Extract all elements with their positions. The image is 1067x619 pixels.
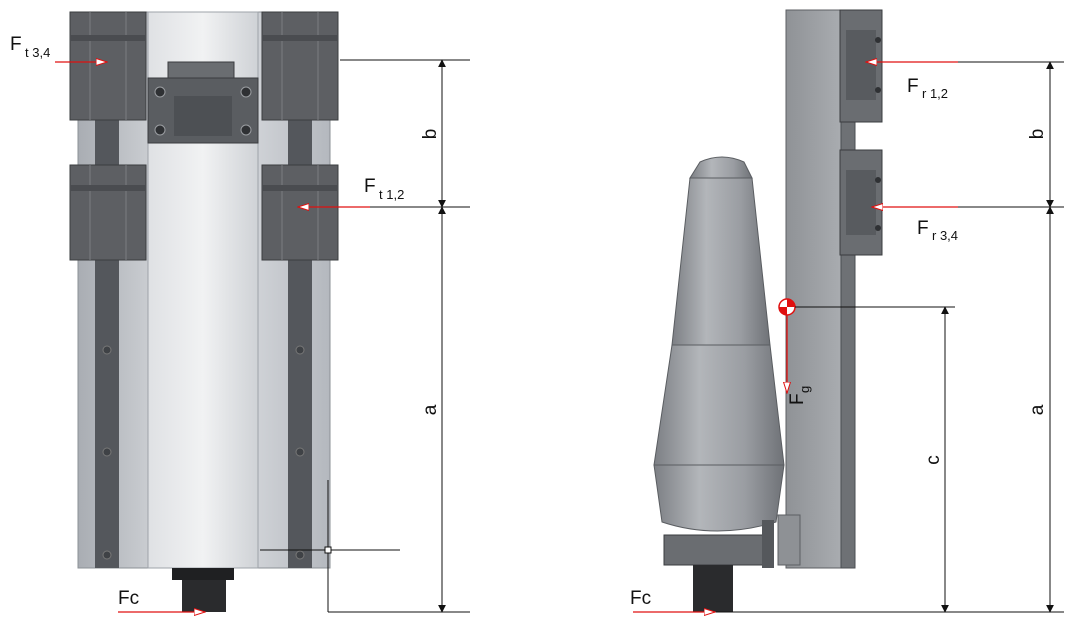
label-dim-b-left: b [420,129,441,140]
svg-text:F: F [787,393,808,405]
label-ft12: F t 1,2 [364,176,404,202]
label-fg: F g [787,386,812,405]
left-front-view: F t 3,4 F t 1,2 Fc b a [10,11,470,613]
svg-text:F: F [907,76,919,97]
label-fc-right: Fc [630,588,651,609]
left-motor-bracket [147,61,259,144]
left-carriage-block [69,11,339,261]
right-force-arrows [633,62,958,612]
left-rail-1 [95,60,119,568]
left-spindle-nose [172,568,234,612]
right-spindle-motor [653,156,785,612]
label-dim-b-right: b [1027,129,1048,140]
svg-text:F: F [10,34,22,55]
label-ft34: F t 3,4 [10,34,50,60]
svg-text:r 1,2: r 1,2 [922,86,948,101]
svg-text:t 1,2: t 1,2 [379,187,404,202]
left-force-arrows [55,62,370,612]
label-fr34: F r 3,4 [917,218,958,243]
label-fr12: F r 1,2 [907,76,948,101]
svg-text:t 3,4: t 3,4 [25,45,50,60]
label-fc-left: Fc [118,588,139,609]
svg-text:r 3,4: r 3,4 [932,228,958,243]
right-side-view: F r 1,2 F r 3,4 F g Fc b c a [630,9,1064,612]
svg-text:g: g [797,386,812,393]
left-rail-2 [288,60,312,568]
svg-text:F: F [917,218,929,239]
svg-text:F: F [364,176,376,197]
right-carriage-blocks [839,9,883,256]
label-dim-c-right: c [923,455,944,465]
label-dim-a-right: a [1027,404,1048,415]
left-dimension-lines [260,59,470,613]
label-dim-a-left: a [420,404,441,415]
